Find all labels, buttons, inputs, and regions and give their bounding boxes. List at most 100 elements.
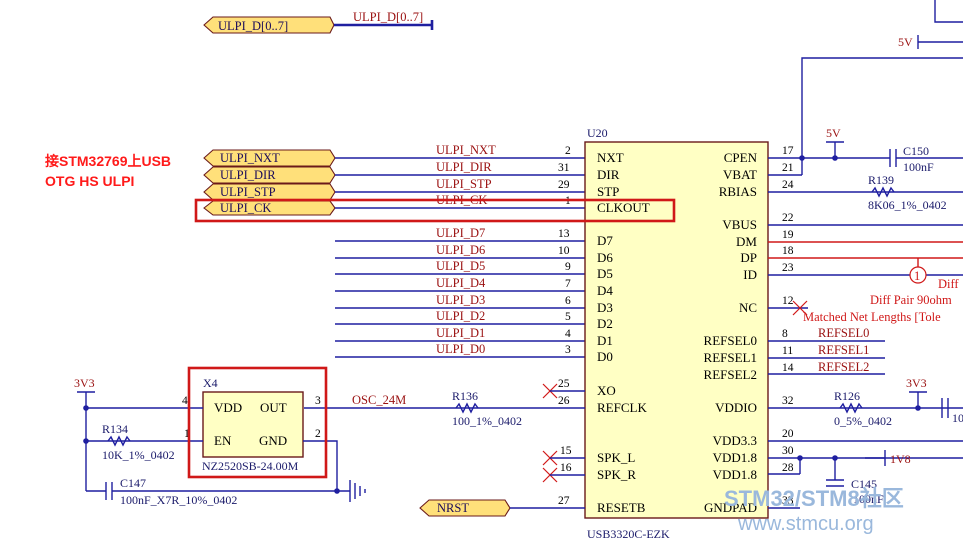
u20-pin-num: 28	[782, 462, 794, 474]
port-ulpi-nxt-label: ULPI_NXT	[220, 151, 280, 165]
capacitor-c147[interactable]	[105, 482, 113, 500]
r134-ref: R134	[102, 422, 128, 436]
net-label: ULPI_NXT	[436, 143, 496, 157]
net-osc24m: OSC_24M	[352, 393, 406, 407]
u20-pin-num: 6	[565, 295, 571, 307]
u20-pin-num: 18	[782, 245, 794, 257]
x4-pin-name: OUT	[260, 400, 287, 415]
u20-pin-name: NC	[739, 300, 757, 315]
net-label: ULPI_D2	[436, 309, 485, 323]
bus-label: ULPI_D[0..7]	[353, 10, 423, 24]
c145-val: 100nF	[853, 492, 884, 506]
diff-label: Diff	[938, 277, 959, 291]
u20-pin-name: RESETB	[597, 500, 646, 515]
u20-pin-num: 16	[560, 462, 572, 474]
u20-pin-name: SPK_R	[597, 467, 636, 482]
net-label: ULPI_DIR	[436, 160, 492, 174]
net-label: ULPI_D6	[436, 243, 485, 257]
r126-val: 0_5%_0402	[834, 414, 892, 428]
u20-pin-num: 24	[782, 179, 794, 191]
capacitor-c145[interactable]	[826, 479, 844, 487]
u20-pin-num: 5	[565, 311, 571, 323]
power-3v3-left: 3V3	[74, 376, 95, 390]
u20-pin-name: D0	[597, 349, 613, 364]
u20-pin-num: 30	[782, 445, 794, 457]
u20-pin-name: VDD1.8	[713, 467, 757, 482]
capacitor-c150[interactable]	[889, 149, 963, 167]
u20-pin-num: 2	[565, 145, 571, 157]
resistor-r126[interactable]	[839, 402, 863, 414]
port-ulpi-stp[interactable]: ULPI_STP	[203, 183, 336, 201]
u20-pin-name: XO	[597, 383, 616, 398]
u20-pin-name: VDD3.3	[713, 433, 757, 448]
u20-pin-num: 33	[782, 495, 794, 507]
c150-val: 100nF	[903, 160, 934, 174]
cpen-wire-up	[801, 57, 963, 158]
u20-pin-name: D2	[597, 316, 613, 331]
x4-body[interactable]	[202, 391, 304, 458]
port-ulpi-dir[interactable]: ULPI_DIR	[203, 166, 336, 184]
r134-val: 10K_1%_0402	[102, 448, 175, 462]
net-label: ULPI_STP	[436, 177, 492, 191]
net-refsel0: REFSEL0	[818, 326, 869, 340]
junction-dot	[799, 155, 805, 161]
u20-pin-num: 26	[558, 395, 570, 407]
x4-ref: X4	[203, 376, 218, 390]
diff-pair-marker-label: 1	[914, 269, 920, 283]
r139-ref: R139	[868, 173, 894, 187]
power-5v-mid: 5V	[826, 126, 841, 140]
no-connect-marks-left	[542, 383, 585, 483]
u20-left-nets: ULPI_NXT ULPI_DIR ULPI_STP ULPI_CK ULPI_…	[436, 143, 496, 356]
x4-gnd-wire	[303, 440, 338, 491]
resistor-r134[interactable]	[107, 435, 131, 447]
capacitor-right-top[interactable]	[941, 398, 949, 418]
c147-ref: C147	[120, 476, 146, 490]
junction-dot	[797, 455, 803, 461]
port-ulpi-ck-label: ULPI_CK	[220, 201, 271, 215]
power-5v-top: 5V	[898, 35, 913, 49]
x4-part: NZ2520SB-24.00M	[202, 459, 299, 473]
matched-length-label: Matched Net Lengths [Tole	[803, 310, 941, 324]
u20-pin-name: D7	[597, 233, 613, 248]
highlight-clkout	[194, 198, 676, 223]
net-label: ULPI_D3	[436, 293, 485, 307]
port-nrst[interactable]: NRST	[419, 499, 511, 517]
u20-pin-name: SPK_L	[597, 450, 635, 465]
u20-right-pins: CPEN VBAT RBIAS VBUS DM DP ID NC REFSEL0…	[704, 145, 794, 515]
x4-pin-num: 1	[184, 428, 190, 440]
r136-val: 100_1%_0402	[452, 414, 522, 428]
x4-pin-name: VDD	[214, 400, 242, 415]
port-ulpi-nxt[interactable]: ULPI_NXT	[203, 149, 336, 167]
note-line-1: 接STM32769上USB	[45, 153, 171, 169]
c147-val: 100nF_X7R_10%_0402	[120, 493, 237, 507]
u20-pin-name: ID	[743, 267, 757, 282]
u20-pin-name: D3	[597, 300, 613, 315]
u20-pin-num: 15	[560, 445, 572, 457]
u20-pin-name: NXT	[597, 150, 624, 165]
no-connect-mark	[792, 300, 808, 316]
port-nrst-label: NRST	[437, 501, 469, 515]
r136-ref: R136	[452, 389, 478, 403]
u20-pin-num: 10	[558, 245, 570, 257]
u20-pin-num: 21	[782, 162, 794, 174]
u20-left-pins: NXT DIR STP CLKOUT D7 D6 D5 D4 D3 D2 D1 …	[558, 145, 650, 515]
top-right-wire	[934, 0, 963, 23]
power-3v3-right: 3V3	[906, 376, 927, 390]
c145-ref: C145	[851, 477, 877, 491]
r126-ref: R126	[834, 389, 860, 403]
net-label: ULPI_D0	[436, 342, 485, 356]
resistor-r139[interactable]	[871, 186, 895, 198]
port-ulpi-data-bus-label: ULPI_D[0..7]	[218, 19, 288, 33]
port-ulpi-ck[interactable]: ULPI_CK	[203, 200, 336, 216]
resistor-r136[interactable]	[455, 402, 479, 414]
cap-right-val: 10	[952, 411, 963, 425]
u20-body[interactable]	[584, 141, 769, 519]
u20-pin-name: VBAT	[723, 167, 757, 182]
u20-pin-name: VBUS	[722, 217, 757, 232]
x4-pin-name: GND	[259, 433, 287, 448]
port-ulpi-data-bus[interactable]: ULPI_D[0..7]	[203, 16, 335, 34]
u20-ref: U20	[587, 126, 608, 140]
u20-pin-name: REFSEL1	[704, 350, 757, 365]
port-ulpi-dir-label: ULPI_DIR	[220, 168, 276, 182]
